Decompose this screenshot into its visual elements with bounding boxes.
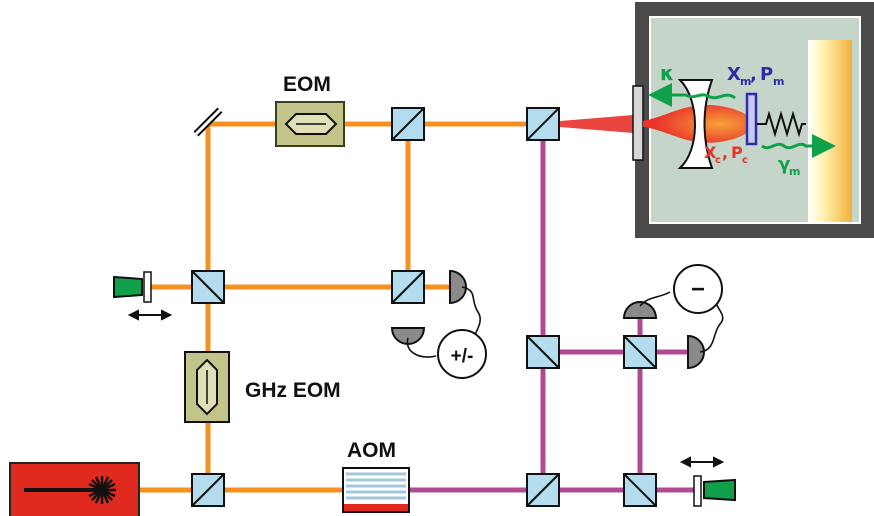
cavity-window [632,85,644,161]
cav-p-subscript: c [742,155,748,166]
cav-p-symbol: P [731,143,743,162]
beam-splitter-icon [526,473,560,507]
beam-splitter-icon [623,473,657,507]
mech-p-symbol: P [760,64,773,85]
cavity-input-mirror [677,79,714,169]
eom-modulator [275,101,345,147]
mech-p-subscript: m [773,75,784,88]
mechanical-mirror [745,92,758,146]
gamma-subscript: m [789,165,800,178]
red-beam-to-cavity [560,115,633,133]
ghz-eom-modulator [184,351,230,423]
difference-amplifier: − [673,264,723,314]
cavity-quadratures: X c , P c [704,143,748,166]
sum-diff-amplifier: +/- [437,329,487,379]
spring-icon [757,110,806,138]
laser-icon [9,462,140,516]
sum-diff-label: +/- [451,346,474,367]
mirror-icon [193,107,223,137]
mech-x-symbol: X [727,64,741,85]
wavy-arrow-icon [648,83,736,107]
beam-splitter-icon [526,107,560,141]
mech-comma: , [750,64,757,85]
beam-splitter-icon [191,473,225,507]
kappa-symbol: κ [660,61,674,85]
orange-beam-paths [140,121,560,493]
beam-splitter-icon [623,335,657,369]
beam-splitter-icon [526,335,560,369]
beam-splitter-icon [391,270,425,304]
beam-splitter-icon [191,270,225,304]
wavy-arrow-icon [761,134,836,158]
ghz-eom-label: GHz EOM [245,379,341,402]
green-laser-right [693,475,736,507]
translation-arrow-icon [127,309,173,321]
gamma-symbol: γ [778,154,790,175]
mechanical-damping: γ m [778,154,800,178]
eom-label: EOM [283,73,331,96]
photodetector-icon [390,327,426,345]
beam-splitters [191,107,657,507]
difference-label: − [691,276,705,303]
green-laser-left [113,271,152,303]
aom-label: AOM [347,439,396,462]
translation-arrow-icon [679,456,725,468]
cav-x-subscript: c [715,155,721,166]
beam-splitter-icon [391,107,425,141]
cav-x-symbol: X [704,143,717,162]
photodetector-icon [687,334,705,370]
mechanical-quadratures: X m , P m [727,64,784,88]
cav-comma: , [722,143,728,162]
support-wall [808,40,852,222]
aom-modulator [342,467,410,513]
photodetector-icon [622,301,658,319]
mech-x-subscript: m [740,75,751,88]
